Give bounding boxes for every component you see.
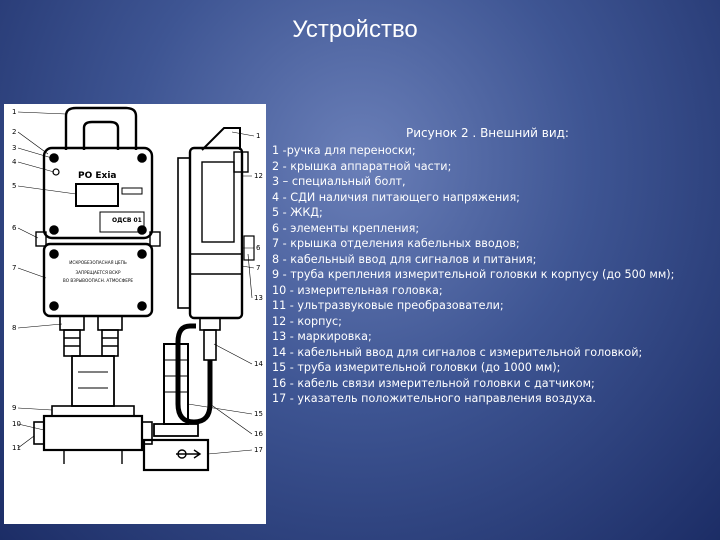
brand-label: PO Exia <box>78 171 117 181</box>
legend-item: 10 - измерительная головка; <box>272 283 443 297</box>
side-callout-17: 17 <box>254 446 263 454</box>
side-callout-1: 1 <box>256 132 260 140</box>
plate-text-2: ЗАПРЕЩАЕТСЯ ВСКР <box>76 270 121 275</box>
callout-11: 11 <box>12 444 21 452</box>
plate-text-1: ИСКРОБЕЗОПАСНАЯ ЦЕПЬ <box>69 260 127 265</box>
measuring-head <box>42 414 144 452</box>
airflow-arrow <box>176 449 202 459</box>
callout-1: 1 <box>12 108 16 116</box>
ultrasonic-transducer <box>33 421 45 445</box>
side-callout-12: 12 <box>254 172 263 180</box>
cable-gland <box>59 315 123 357</box>
callout-7: 7 <box>12 264 16 272</box>
legend-item: 14 - кабельный ввод для сигналов с измер… <box>272 345 643 359</box>
legend-item: 13 - маркировка; <box>272 330 372 343</box>
head-cable <box>175 323 213 425</box>
legend-item: 15 - труба измерительной головки (до 100… <box>272 361 561 374</box>
callout-9: 9 <box>12 404 16 412</box>
legend-item: 5 - ЖКД; <box>272 206 323 219</box>
side-callout-13: 13 <box>254 294 263 302</box>
side-view <box>142 127 255 472</box>
side-callout-14: 14 <box>254 360 263 368</box>
side-head <box>142 438 210 472</box>
callout-3: 3 <box>12 144 16 152</box>
lcd-display <box>75 183 119 207</box>
hardware-cover <box>42 146 154 240</box>
callout-4: 4 <box>12 158 17 166</box>
carry-handle <box>64 106 138 150</box>
mounting-element <box>35 231 47 247</box>
legend-item: 17 - указатель положительного направлени… <box>272 392 596 405</box>
callout-2: 2 <box>12 128 16 136</box>
legend-item: 1 -ручка для переноски; <box>272 144 416 157</box>
plate-text-3: ВО ВЗРЫВООПАСН. АТМОСФЕРЕ <box>63 278 134 283</box>
legend-item: 2 - крышка аппаратной части; <box>272 159 452 173</box>
legend-item: 9 - труба крепления измерительной головк… <box>272 268 675 281</box>
callout-5: 5 <box>12 182 16 190</box>
device-drawing: PO Exia ОДСВ 01 ИСКРОБЕЗОПАСНАЯ ЦЕПЬ ЗАП… <box>4 104 266 524</box>
legend-item: 12 - корпус; <box>272 314 342 328</box>
front-view: PO Exia ОДСВ 01 ИСКРОБЕЗОПАСНАЯ ЦЕПЬ ЗАП… <box>33 106 161 464</box>
legend-item: 6 - элементы крепления; <box>272 221 420 235</box>
side-callout-7: 7 <box>256 264 260 272</box>
legend-item: 8 - кабельный ввод для сигналов и питани… <box>272 252 537 266</box>
callout-8: 8 <box>12 324 16 332</box>
side-callout-16: 16 <box>254 430 263 438</box>
callout-6: 6 <box>12 224 17 232</box>
side-callout-15: 15 <box>254 410 263 418</box>
leader-lines <box>17 111 255 455</box>
side-callout-6: 6 <box>256 244 261 252</box>
legend-item: 16 - кабель связи измерительной головки … <box>272 376 595 390</box>
legend-item: 4 - СДИ наличия питающего напряжения; <box>272 190 520 204</box>
mount-pipe <box>71 355 115 407</box>
model-label: ОДСВ 01 <box>112 217 142 224</box>
slide-title: Устройство <box>292 16 418 43</box>
legend-item: 11 - ультразвуковые преобразователи; <box>272 299 504 312</box>
figure-caption: Рисунок 2 . Внешний вид: <box>406 126 569 140</box>
special-bolt <box>49 153 59 163</box>
legend-item: 7 - крышка отделения кабельных вводов; <box>272 237 520 250</box>
callout-10: 10 <box>12 420 21 428</box>
callout-numbers: 1 2 3 4 5 6 7 8 9 10 11 1 12 6 7 13 14 1… <box>12 108 263 454</box>
legend-item: 3 – специальный болт, <box>272 175 406 188</box>
legend-list: 1 -ручка для переноски; 2 - крышка аппара… <box>272 143 674 407</box>
